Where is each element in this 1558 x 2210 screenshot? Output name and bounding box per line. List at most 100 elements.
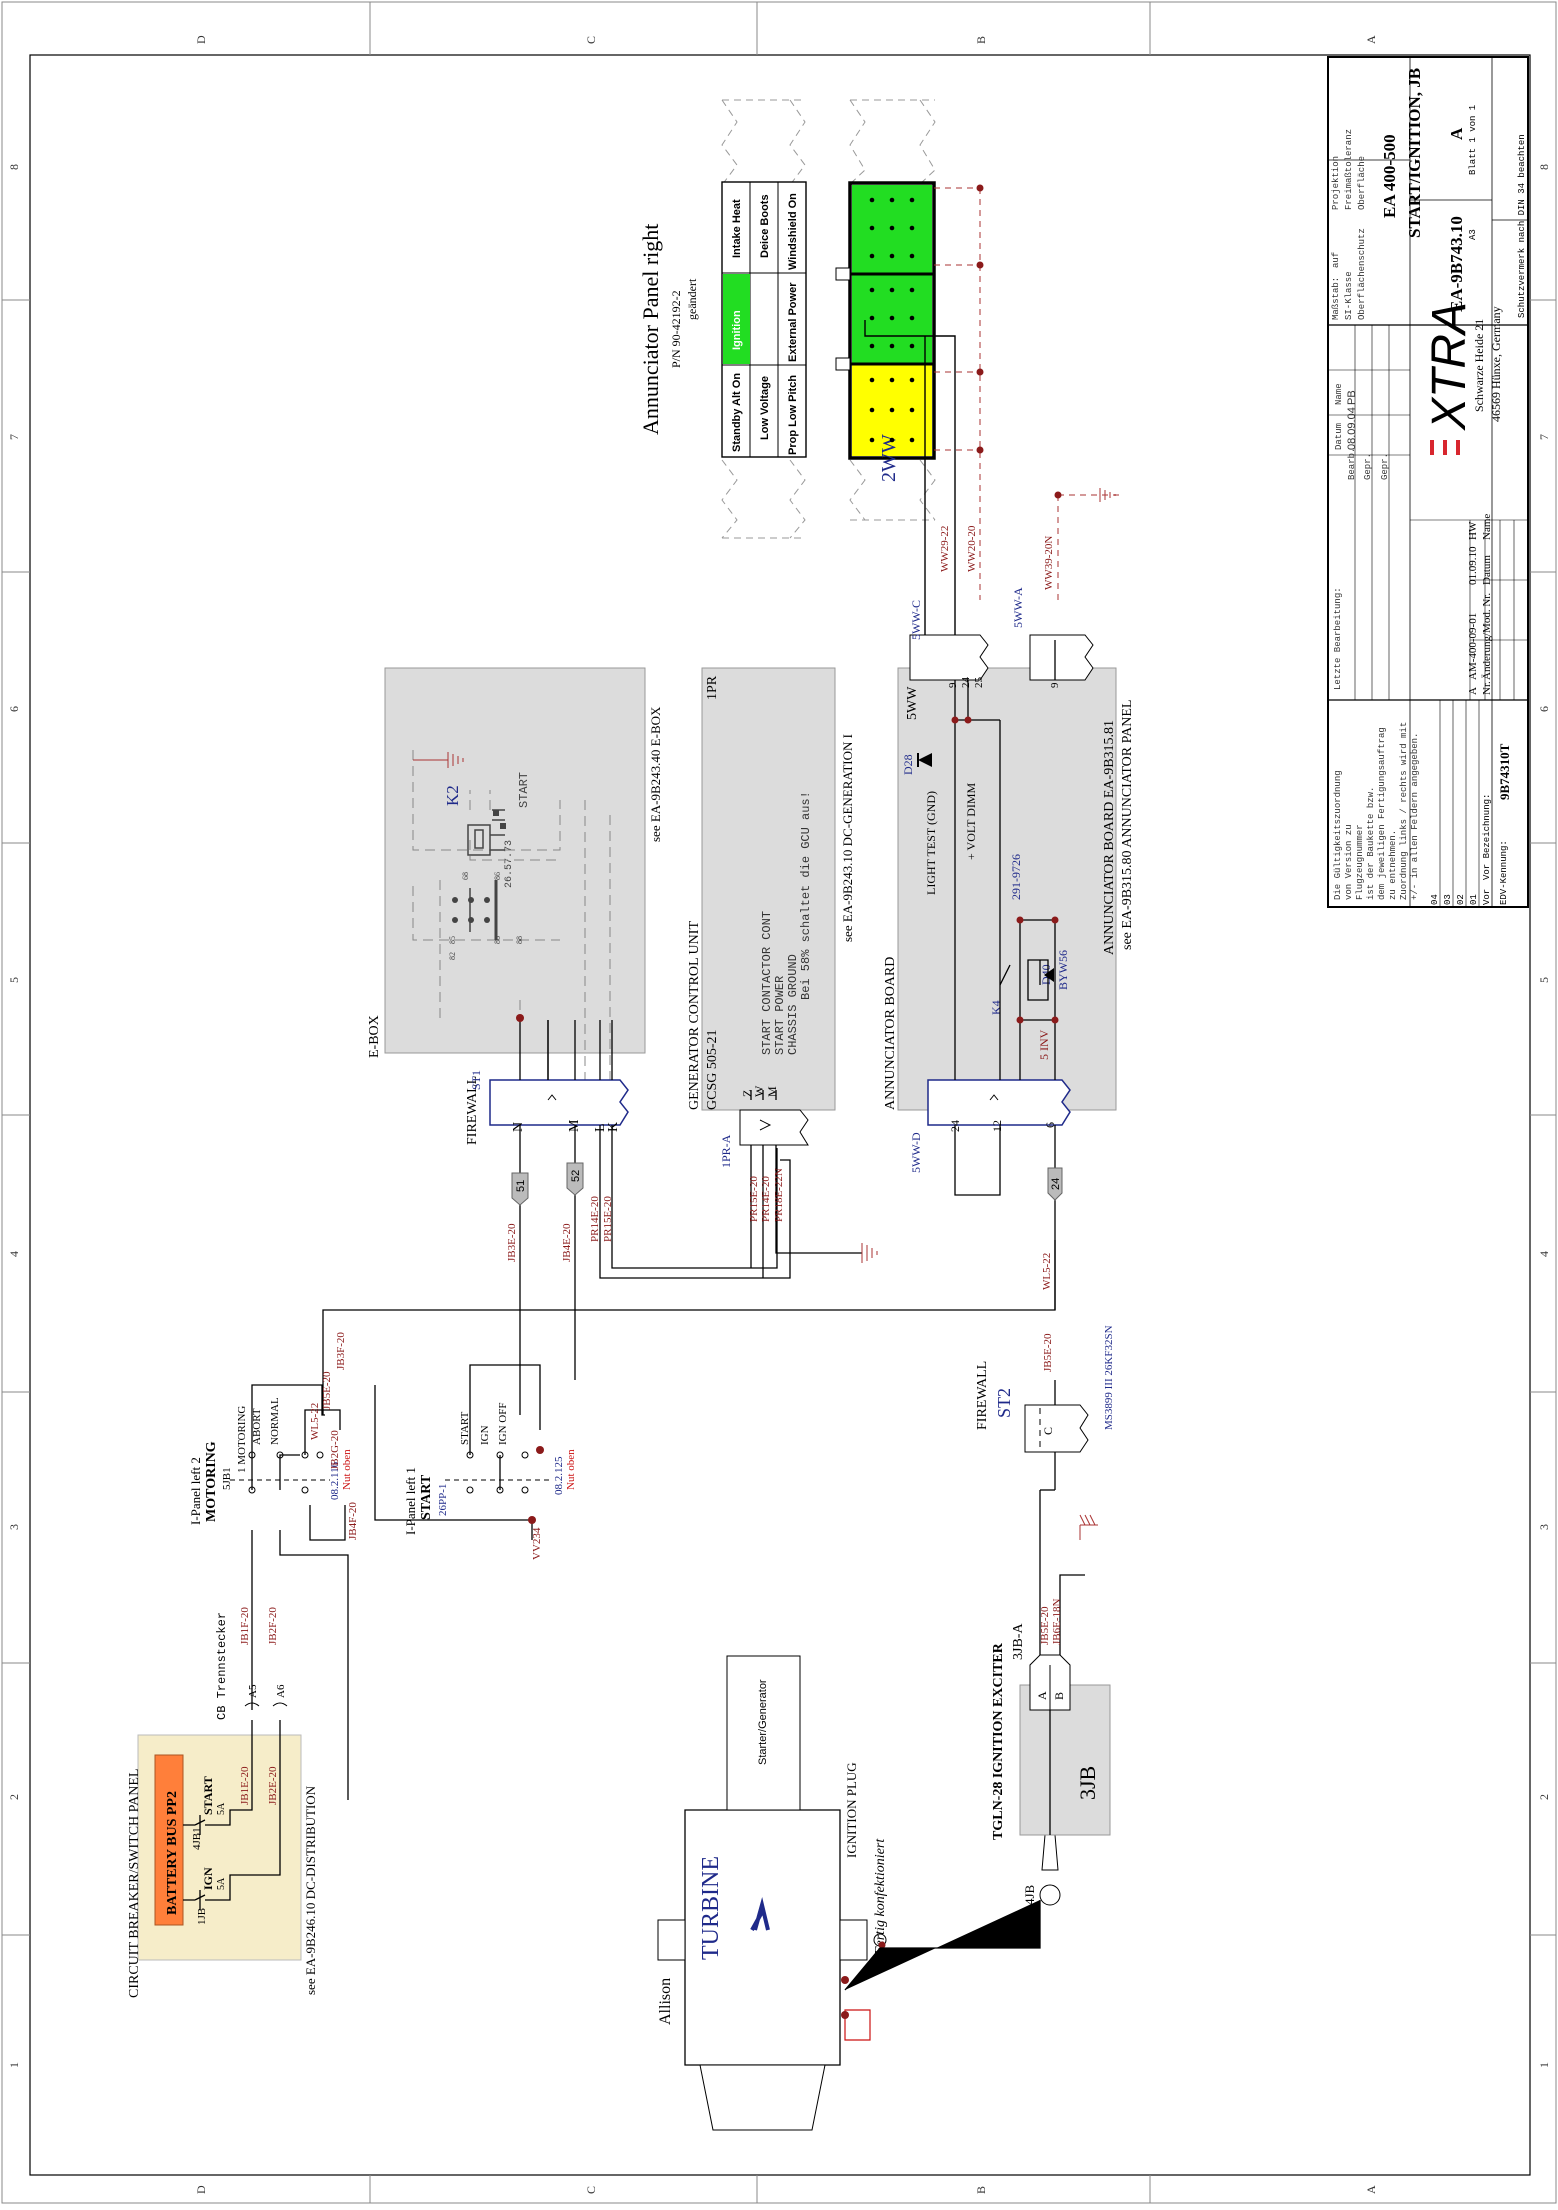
drawing-number: EA-9B743.10 <box>1447 216 1466 312</box>
cb-pin: A5 <box>247 1684 259 1698</box>
st2-spec: MS3899 III 26KF32SN <box>1103 1325 1115 1430</box>
st2-firewall-label: FIREWALL <box>975 1361 990 1430</box>
wire-label: JB2F-20 <box>267 1607 279 1645</box>
title-sign-grid: Datum Name Bearb. 08.09.04 PB Gepr. Gepr… <box>1331 129 1390 480</box>
bearb-name: PB <box>1346 390 1358 405</box>
light-test-label: LIGHT TEST (GND) <box>924 791 938 895</box>
left2-name: MOTORING <box>204 1441 219 1522</box>
exciter-pin: A <box>1035 1691 1049 1700</box>
gcu-id: 1PR <box>705 675 720 700</box>
conn-5ww-d: 5WW-D <box>909 1132 923 1173</box>
wire-label: JB3F-20 <box>335 1332 347 1370</box>
switch-panels: I-Panel left 2 MOTORING 5JB1 1 MOTORING … <box>188 1364 577 1800</box>
board-code: 291-9726 <box>1009 854 1023 900</box>
starter-label: Starter/Generator <box>757 1679 769 1765</box>
relay-k2-start: START <box>517 772 531 808</box>
st1-pin: K <box>606 1122 621 1132</box>
left1-title: I-Panel left 1 <box>403 1467 418 1535</box>
rev-a-date: 01.09.10 <box>1467 546 1479 585</box>
annunciator-panel: Annunciator Panel right P/N 90-42192-2 g… <box>638 99 807 539</box>
wire-label: JB6E-18N <box>1051 1599 1063 1646</box>
wire-label: WL5-22 <box>1041 1253 1053 1290</box>
annunciator-pn: P/N 90-42192-2 <box>669 290 683 368</box>
gepr-label: Gepr. <box>1363 453 1373 480</box>
gcu-pin: M <box>765 1086 779 1097</box>
cable-note: Fertig konfektioniert <box>873 1838 888 1956</box>
conn-5ww-a: 5WW-A <box>1011 587 1025 628</box>
gcu-pin: Z <box>740 1090 754 1097</box>
st1-wire-labels: JB3E-20 JB4E-20 PR14E-20 PR15E-20 <box>506 1196 614 1262</box>
zone-number: 6 <box>7 706 21 712</box>
ann-wires <box>864 320 956 635</box>
relay-pin: 82 <box>448 952 457 960</box>
ann-board-ref: ANNUNCIATOR BOARD EA-9B315.81 <box>1102 720 1117 955</box>
ign-amp: 5A <box>216 1877 227 1890</box>
normal-pos: NORMAL <box>269 1397 281 1445</box>
rev-head-nr: Nr. <box>1481 681 1493 695</box>
connector-2ww-dots <box>869 197 915 443</box>
scale-value: auf <box>1331 252 1341 268</box>
start-pos: START <box>459 1411 471 1445</box>
ann-board-id: 5WW <box>905 686 920 720</box>
gcu-note: Bei 58% schaltet die GCU aus! <box>799 791 813 1000</box>
rev-a-change: AM-400-09-01 <box>1467 613 1479 680</box>
start-id: 4JB1 <box>191 1827 203 1850</box>
st1-pin: N <box>511 1122 526 1132</box>
zone-number: 6 <box>1537 706 1551 712</box>
drawing-title: START/IGNITION, JB <box>1405 68 1424 238</box>
wire-label: PR14E-20 <box>589 1196 601 1242</box>
inv-label: 5 INV <box>1037 1029 1051 1060</box>
rev-row: 01 <box>1469 894 1479 905</box>
wire-label: JB4E-20 <box>561 1223 573 1262</box>
breaker-title: CIRCUIT BREAKER/SWITCH PANEL <box>127 1769 142 1998</box>
gcu-line: START CONTACTOR CONT <box>760 911 774 1055</box>
e-box-label: E-BOX <box>367 1015 382 1058</box>
plug-conn: 4JB <box>1022 1884 1037 1905</box>
gcu-ref: see EA-9B243.10 DC-GENERATION I <box>840 734 855 942</box>
zone-number: 2 <box>1537 1794 1551 1800</box>
last-edit-label: Letzte Bearbeitung: <box>1333 587 1343 690</box>
zone-number: 7 <box>7 434 21 440</box>
board-top-pin: 24 <box>960 677 972 689</box>
annunciator-cell: Intake Heat <box>731 199 743 258</box>
notice-line: Flugzeugnummer <box>1355 824 1365 900</box>
sheet-format: A3 <box>1468 229 1478 240</box>
gcu-connector: 1PR-A <box>719 1134 733 1168</box>
st1-wires <box>519 1020 791 1415</box>
wire-label: JB5E-20 <box>321 1371 333 1410</box>
proj-label: Projektion <box>1331 156 1341 210</box>
rev-row: 02 <box>1456 894 1466 905</box>
zone-number: 4 <box>1537 1251 1551 1257</box>
notice-line: von Version zu <box>1344 824 1354 900</box>
turbine-brand: Allison <box>657 1978 674 2025</box>
annunciator-cell: Low Voltage <box>759 376 771 440</box>
scale-label: SI-Klasse <box>1344 271 1354 320</box>
wire-label: JB5E-20 <box>1042 1333 1054 1372</box>
title-notice: Die Gültigkeitszuordnung von Version zu … <box>1333 587 1420 900</box>
annunciator-cell: Windshield On <box>787 193 799 270</box>
ignition-exciter: TGLN-28 IGNITION EXCITER 3JB 3JB-A A B J… <box>991 1490 1111 1840</box>
zone-number: 8 <box>1537 164 1551 170</box>
motoring-pos: 1 MOTORING <box>236 1406 248 1473</box>
annunciator-note: geändert <box>685 278 699 320</box>
annunciator-cell: Standby Alt On <box>731 373 743 452</box>
breaker-ref: see EA-9B246.10 DC-DISTRIBUTION <box>303 1785 318 1995</box>
exciter-pin: B <box>1052 1692 1066 1700</box>
zone-number: 5 <box>1537 977 1551 983</box>
cb-pin: A6 <box>275 1684 287 1698</box>
wire-label: JB5E-20 <box>1039 1606 1051 1645</box>
wire-label: WL5-22 <box>309 1403 321 1440</box>
annunciator-cell: Deice Boots <box>759 194 771 258</box>
annunciator-cell: External Power <box>787 282 799 362</box>
st1-label: ST1 <box>469 1070 483 1090</box>
wire-label: JB3E-20 <box>506 1223 518 1262</box>
st2-pin: C <box>1041 1427 1055 1435</box>
abort-pos: ABORT <box>251 1408 263 1445</box>
notice-line: Die Gültigkeitszuordnung <box>1333 770 1343 900</box>
zone-letter: B <box>974 36 988 44</box>
gepr-label: Gepr. <box>1380 453 1390 480</box>
st1-splices: 51 52 <box>511 1014 584 1206</box>
exciter-id: 3JB <box>1075 1766 1100 1800</box>
battery-bus: BATTERY BUS PP2 <box>165 1791 180 1915</box>
